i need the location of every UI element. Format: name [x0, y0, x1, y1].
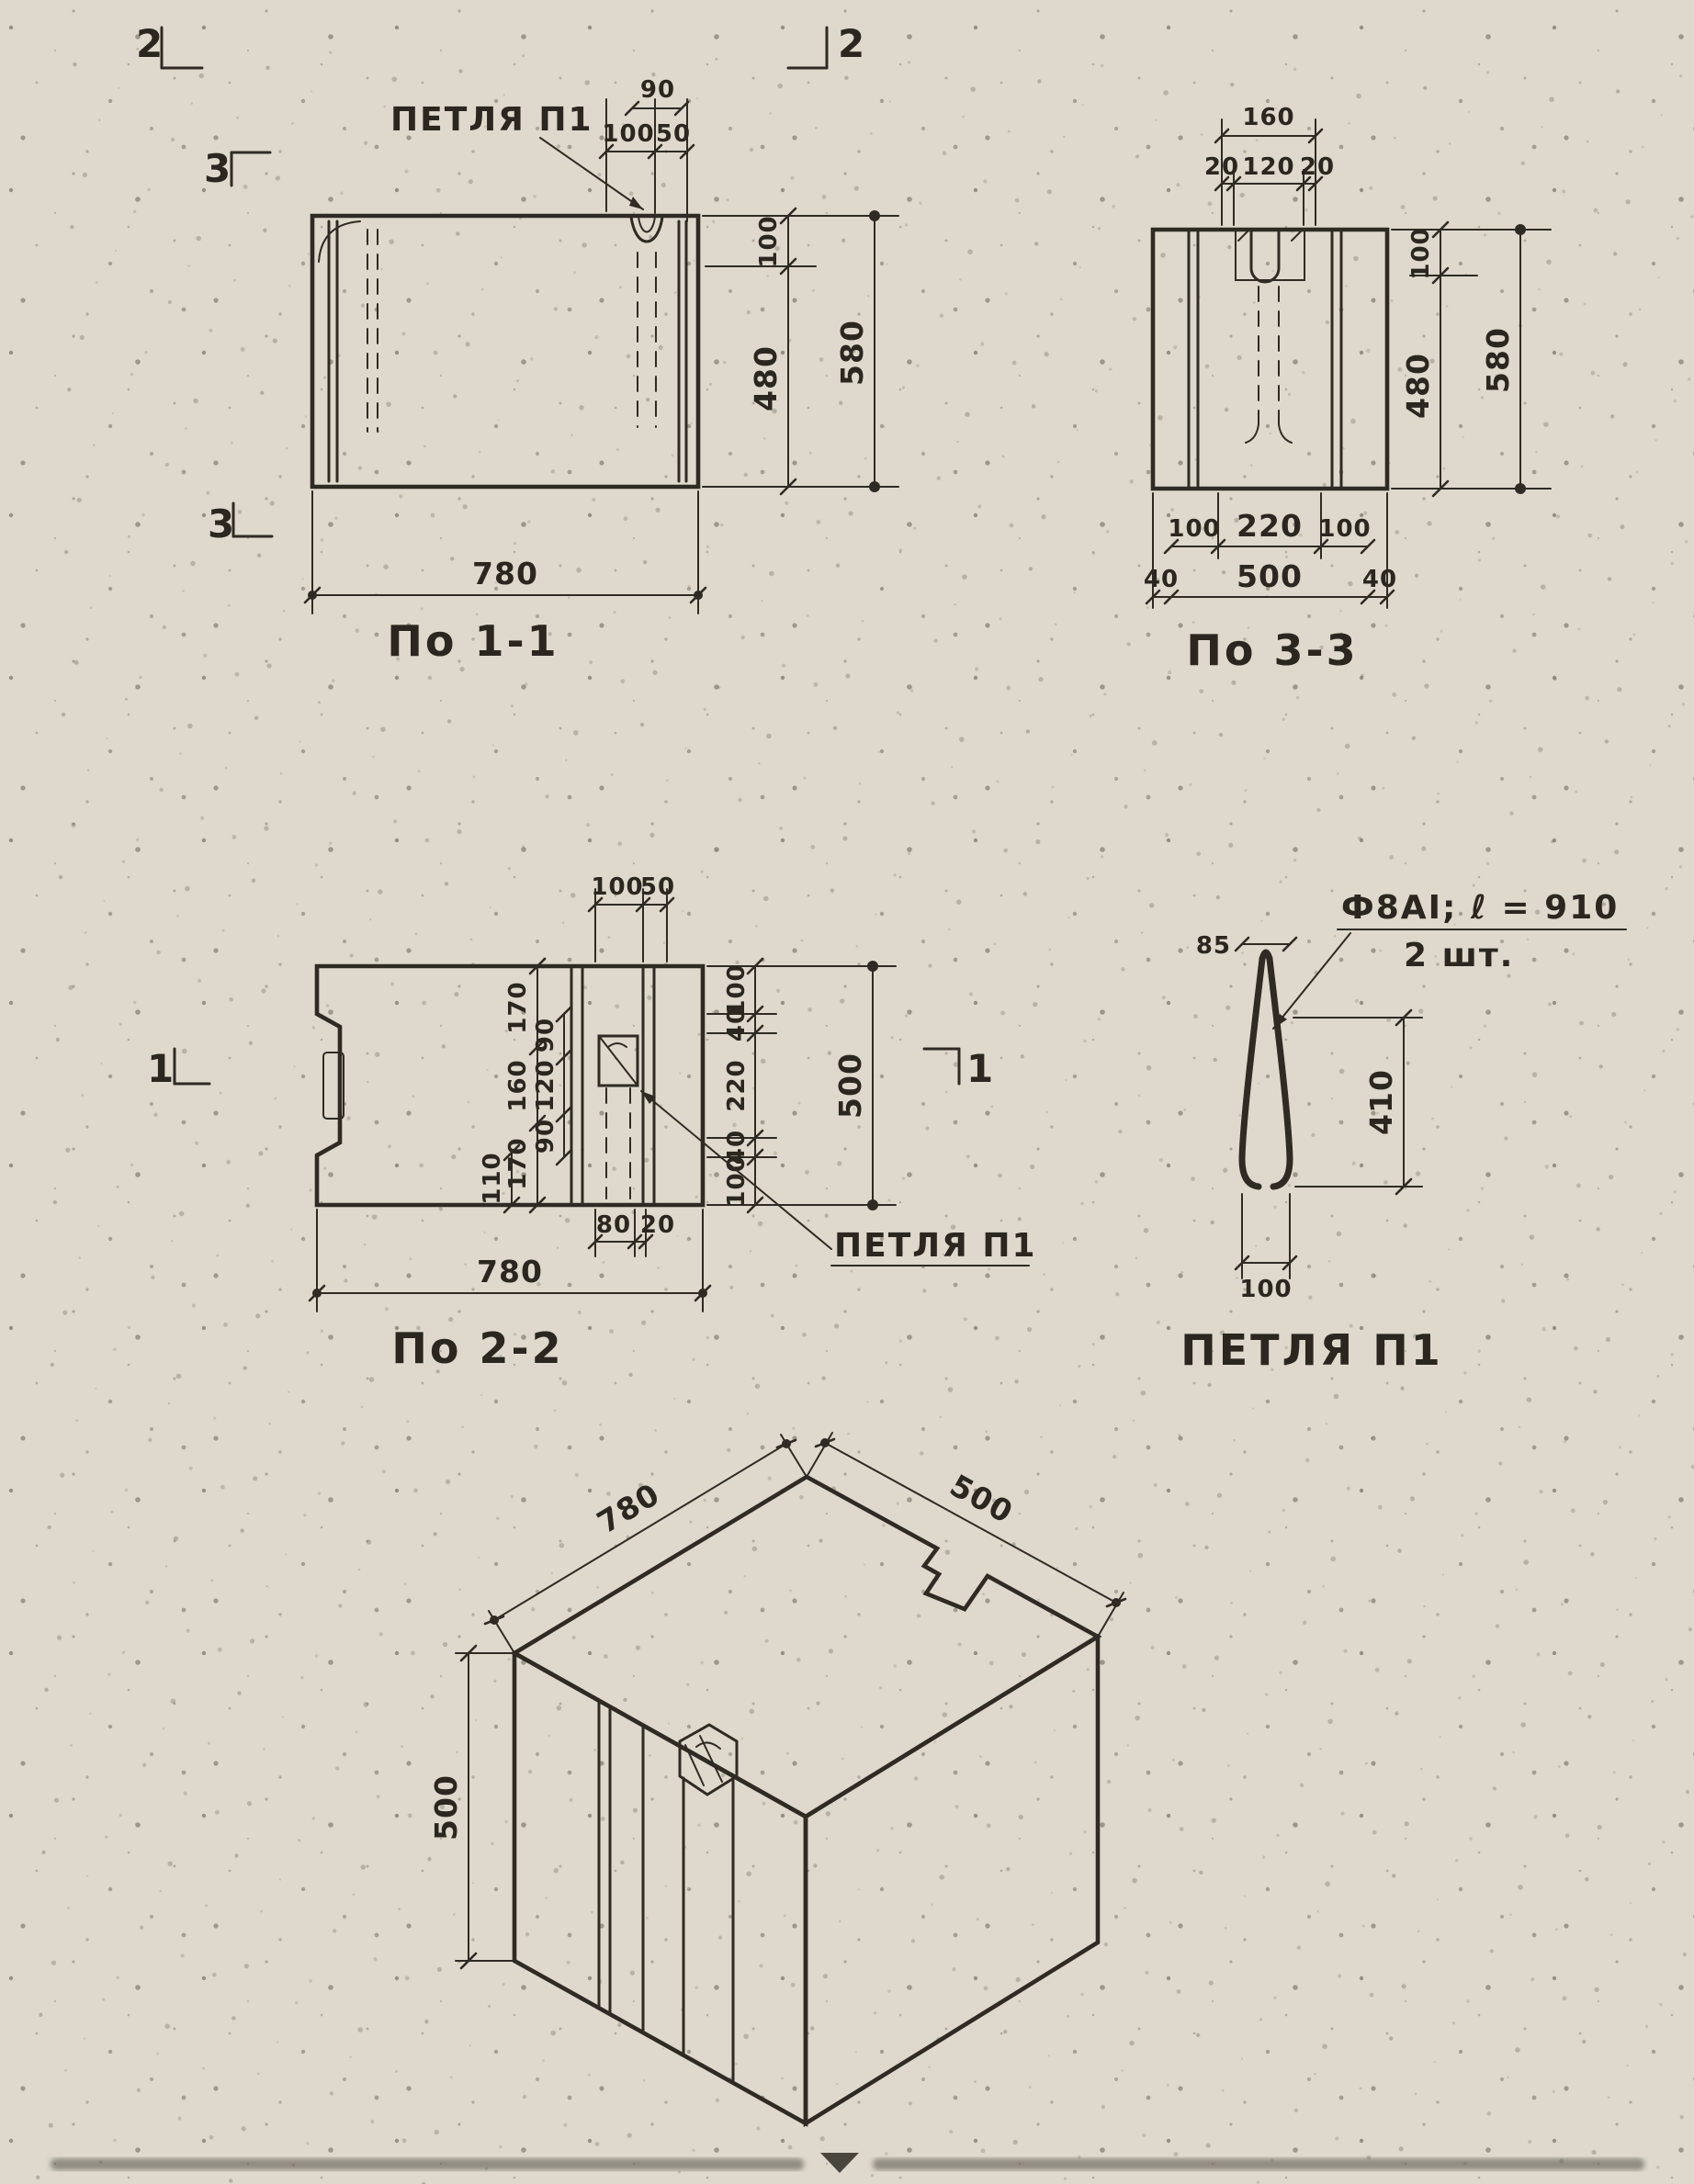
- section-2-2-outline: [314, 963, 706, 1208]
- caption-section-3-3: По 3-3: [1186, 625, 1358, 675]
- dim-85: 85: [1196, 932, 1231, 960]
- section-marker-1-left: 1: [147, 1046, 211, 1091]
- dim-780: 780: [477, 1254, 543, 1289]
- view-loop-detail: 85 Ф8АI; ℓ = 910 2 шт. 410 100 ПЕТЛЯ П1: [1180, 889, 1627, 1375]
- section-marker-3-bottom: 3: [208, 501, 274, 546]
- dim-50-top: 50: [640, 873, 675, 901]
- marker-2-label: 2: [136, 21, 164, 66]
- scan-artifacts: [51, 2153, 1644, 2173]
- caption-section-1-1: По 1-1: [387, 616, 559, 666]
- dim-780: 780: [472, 556, 538, 591]
- dim-40-left: 40: [1144, 566, 1179, 593]
- dim-80: 80: [596, 1211, 631, 1239]
- dim-loop-85: 85: [1196, 932, 1298, 960]
- view-section-2-2: 100 50 170 160 170 110 90 120 90: [147, 873, 1037, 1373]
- dim-3-3-top: 160 20 120 20: [1204, 104, 1335, 226]
- rebar-note-line2: 2 шт.: [1404, 937, 1514, 974]
- dim-500-left: 500: [428, 1774, 464, 1841]
- dim-500: 500: [1237, 558, 1303, 594]
- dim-120: 120: [532, 1059, 559, 1111]
- dim-50-top: 50: [656, 120, 691, 148]
- section-1-1-loop-callout: ПЕТЛЯ П1: [390, 101, 644, 210]
- dim-20-left: 20: [1204, 153, 1239, 181]
- dim-2-2-inner: 170 160 170 110 90 120 90: [479, 957, 573, 1214]
- dim-40-right: 40: [1362, 566, 1397, 593]
- section-marker-2-top-left: 2: [136, 21, 204, 70]
- dim-90-bottom: 90: [532, 1119, 559, 1154]
- section-3-3-outline: [1150, 227, 1390, 491]
- marker-1-label: 1: [147, 1046, 175, 1091]
- dim-100-top: 100: [723, 963, 751, 1016]
- dim-1-1-top: 90 100 50: [598, 76, 695, 222]
- dim-100-top: 100: [591, 873, 643, 901]
- dim-410: 410: [1363, 1069, 1399, 1135]
- section-marker-2-top-right: 2: [786, 21, 865, 70]
- loop-note: Ф8АI; ℓ = 910 2 шт.: [1272, 889, 1627, 1030]
- dim-220: 220: [723, 1059, 751, 1111]
- dim-3-3-bottom: 100 220 100 40 500 40: [1144, 492, 1397, 609]
- view-section-1-1: ПЕТЛЯ П1 780 100 480 580: [136, 21, 899, 666]
- section-2-2-loop-callout: ПЕТЛЯ П1: [640, 1090, 1037, 1266]
- loop-label-1-1: ПЕТЛЯ П1: [390, 101, 593, 139]
- dim-580: 580: [834, 320, 870, 386]
- smudged-text-strip: [873, 2158, 1644, 2170]
- dim-20: 20: [640, 1211, 675, 1239]
- loop-label-2-2: ПЕТЛЯ П1: [834, 1227, 1037, 1265]
- caption-section-2-2: По 2-2: [391, 1323, 563, 1373]
- dim-480: 480: [1400, 353, 1436, 419]
- dim-2-2-top: 100 50: [587, 873, 675, 963]
- dim-90-top: 90: [532, 1018, 559, 1053]
- dim-580: 580: [1480, 327, 1516, 393]
- dim-2-2-right: 100 40 220 40 100 500: [706, 957, 897, 1214]
- dim-90: 90: [640, 76, 675, 104]
- dim-100-right: 100: [1318, 515, 1371, 543]
- dim-100-left: 100: [1168, 515, 1220, 543]
- triangle-mark: [820, 2153, 859, 2173]
- dim-100-top: 100: [602, 120, 654, 148]
- dim-loop-410: 410: [1293, 1008, 1423, 1196]
- dim-170-top: 170: [504, 981, 532, 1033]
- dim-100: 100: [755, 215, 783, 267]
- dim-160: 160: [1242, 104, 1294, 131]
- view-section-3-3: 160 20 120 20 100 480 580: [1144, 104, 1552, 675]
- section-marker-1-right: 1: [922, 1046, 994, 1091]
- marker-3-label: 3: [208, 501, 235, 546]
- marker-2-label: 2: [838, 21, 865, 66]
- dim-120: 120: [1242, 153, 1294, 181]
- iso-block: [510, 1474, 1102, 2128]
- dim-loop-100: 100: [1234, 1193, 1298, 1303]
- dim-3-3-right: 100 480 580: [1391, 220, 1552, 498]
- caption-loop-detail: ПЕТЛЯ П1: [1180, 1325, 1442, 1375]
- dim-110: 110: [479, 1152, 506, 1204]
- marker-1-label: 1: [966, 1046, 994, 1091]
- dim-1-1-right: 100 480 580: [702, 207, 899, 496]
- section-marker-3-left: 3: [204, 146, 272, 191]
- dim-100: 100: [1407, 227, 1435, 279]
- dim-480: 480: [748, 345, 784, 411]
- dim-iso-500-left: 500: [428, 1644, 515, 1970]
- rebar-note-line1: Ф8АI; ℓ = 910: [1341, 889, 1619, 927]
- smudged-text-strip: [51, 2158, 804, 2170]
- dim-20-right: 20: [1300, 153, 1335, 181]
- marker-3-label: 3: [204, 146, 232, 191]
- dim-220: 220: [1237, 508, 1303, 544]
- dim-40-top: 40: [723, 1007, 751, 1041]
- dim-100: 100: [1239, 1276, 1292, 1303]
- loop-shape: [1238, 949, 1293, 1190]
- section-1-1-outline: [310, 213, 701, 490]
- dim-2-2-bottom: 80 20 780: [308, 1209, 712, 1312]
- dim-40-bottom: 40: [723, 1130, 751, 1165]
- dim-160: 160: [504, 1059, 532, 1111]
- dim-500: 500: [832, 1053, 868, 1119]
- dim-1-1-bottom-780: 780: [303, 490, 707, 614]
